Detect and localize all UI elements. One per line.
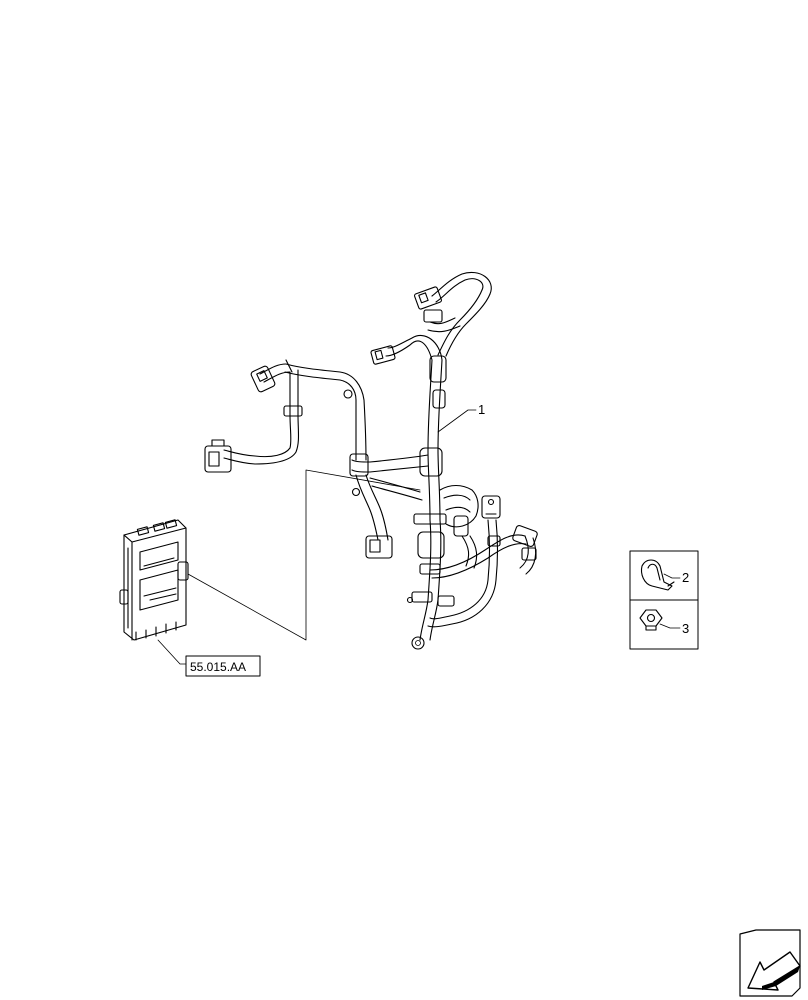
right-connector-top [481, 495, 501, 519]
left-connector-upper [250, 359, 353, 399]
clamp-icon [640, 559, 675, 591]
right-connector-side [512, 525, 538, 561]
reference-box: 55.015.AA [185, 655, 261, 677]
callout-harness: 1 [478, 402, 485, 417]
left-connector-lower [204, 439, 232, 473]
connection-lines [157, 469, 421, 665]
top-connector-1 [370, 345, 396, 365]
wiring-harness [204, 272, 538, 650]
small-parts-panel: 2 3 [629, 550, 699, 650]
left-connector-bottom [365, 535, 393, 559]
callout-clamp: 2 [682, 570, 689, 585]
ecu-module [119, 519, 189, 641]
callout-nut: 3 [682, 621, 689, 636]
sensor-block [439, 484, 479, 569]
top-connector-3 [423, 309, 443, 323]
nut-icon [639, 609, 663, 631]
nav-arrow-icon[interactable] [739, 929, 801, 997]
top-connector-2 [414, 286, 442, 310]
reference-code: 55.015.AA [190, 660, 246, 674]
